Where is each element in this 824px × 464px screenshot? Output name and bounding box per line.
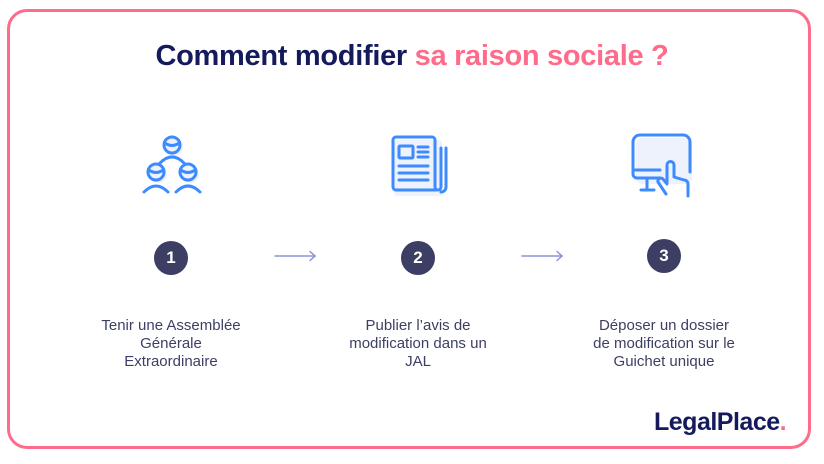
card-frame: [7, 9, 811, 449]
title-accent: sa raison sociale ?: [414, 40, 669, 72]
arrow-right-icon: [274, 249, 318, 267]
newspaper-icon: [388, 134, 452, 198]
page-title: Comment modifier sa raison sociale ?: [0, 40, 824, 73]
step-3-number: 3: [647, 239, 681, 273]
arrow-right-icon: [521, 249, 565, 267]
legalplace-logo: LegalPlace.: [654, 408, 787, 436]
step-2-text: Publier l’avis de modification dans un J…: [349, 317, 487, 370]
people-group-icon: [140, 132, 204, 198]
computer-touch-icon: [630, 132, 696, 202]
step-1-text: Tenir une Assemblée Générale Extraordina…: [101, 317, 241, 370]
step-2-number: 2: [401, 241, 435, 275]
step-1-number: 1: [154, 241, 188, 275]
title-main: Comment modifier: [155, 40, 408, 72]
step-3-text: Déposer un dossier de modification sur l…: [593, 317, 735, 370]
